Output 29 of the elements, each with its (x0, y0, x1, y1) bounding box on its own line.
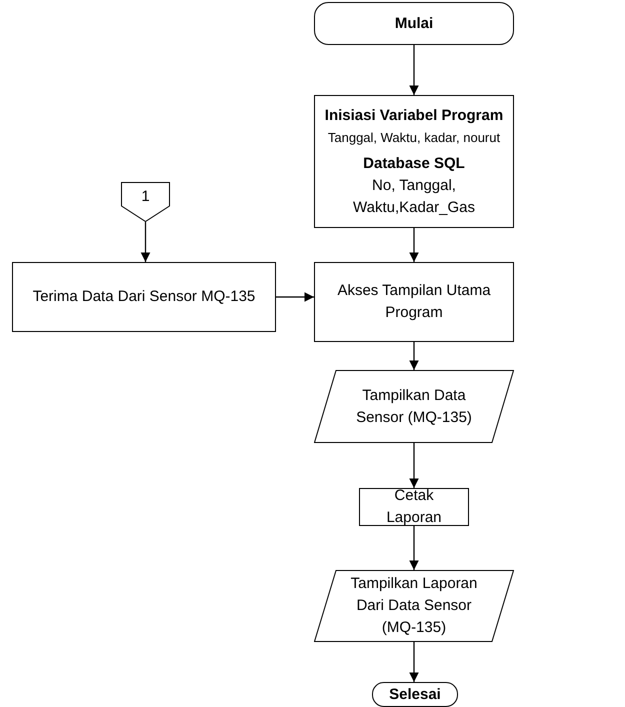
node-text: Akses Tampilan Utama Program (336, 281, 492, 323)
arrow (409, 45, 419, 95)
heading-text: Database SQL (363, 154, 465, 174)
node-text: Terima Data Dari Sensor MQ-135 (32, 287, 256, 307)
arrow (409, 342, 419, 370)
node-text: No, Tanggal, Waktu,Kadar_Gas (352, 176, 476, 218)
start-terminator (314, 2, 514, 45)
node-text: Mulai (394, 14, 434, 34)
node-text: Selesai (389, 684, 441, 704)
process-box (314, 262, 514, 342)
input-output-parallelogram (314, 370, 514, 443)
arrow (276, 292, 314, 302)
process-box (359, 488, 469, 526)
process-box (314, 95, 514, 228)
off-page-connector (121, 182, 170, 222)
heading-text: Inisiasi Variabel Program (324, 106, 504, 126)
arrow (409, 642, 419, 682)
arrow (409, 228, 419, 262)
node-text: 1 (141, 187, 150, 207)
node-text: Tanggal, Waktu, kadar, nourut (328, 128, 500, 147)
node-text: Cetak Laporan (385, 486, 443, 528)
input-output-parallelogram (314, 570, 514, 642)
node-text: Tampilkan Data Sensor (MQ-135) (355, 386, 473, 428)
node-text: Tampilkan Laporan Dari Data Sensor (MQ-135) (350, 574, 478, 638)
arrow (409, 526, 419, 570)
process-box (12, 262, 276, 332)
arrow (409, 443, 419, 488)
end-terminator (372, 682, 458, 707)
arrow (140, 222, 150, 262)
